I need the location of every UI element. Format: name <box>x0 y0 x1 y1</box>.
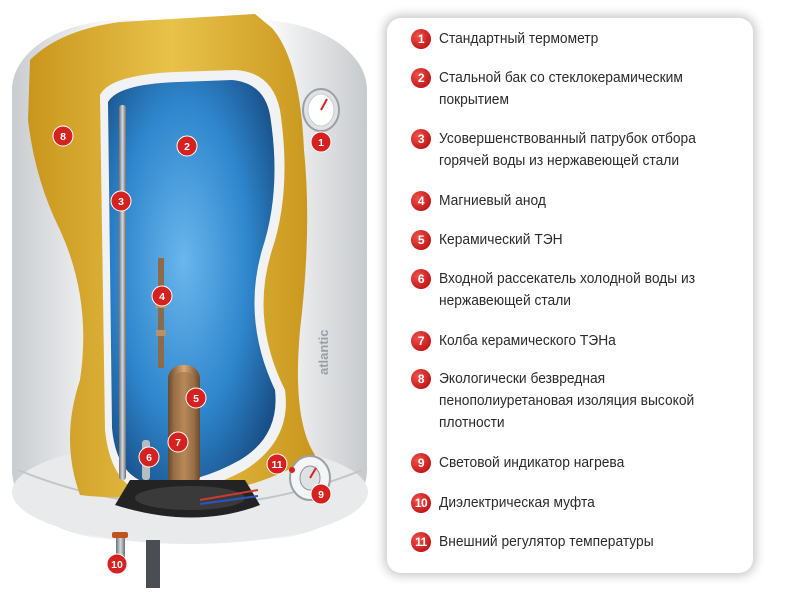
legend-item-10: 10 Диэлектрическая муфта <box>411 492 739 514</box>
diagram-marker-11: 11 <box>266 453 288 475</box>
diagram-marker-circle <box>151 285 173 307</box>
diagram-marker-number: 6 <box>146 452 152 464</box>
water-heater-illustration: atlantic 1 2 3 4 5 6 7 8 9 10 11 <box>12 14 368 588</box>
diagram-marker-5: 5 <box>185 387 207 409</box>
legend-number-badge: 10 <box>411 493 431 513</box>
diagram-marker-6: 6 <box>138 446 160 468</box>
diagram-marker-circle <box>176 135 198 157</box>
ceramic-heater <box>168 365 200 490</box>
diagram-marker-3: 3 <box>110 190 132 212</box>
legend-item-7: 7 Колба керамического ТЭНа <box>411 330 739 352</box>
diagram-marker-1: 1 <box>310 131 332 153</box>
legend-text: Стандартный термометр <box>439 30 599 47</box>
legend-card: 1 Стандартный термометр 2 Стальной бак со с… <box>387 18 753 573</box>
diagram-marker-number: 2 <box>184 141 190 153</box>
diagram-marker-circle <box>138 446 160 468</box>
legend-text: Входной рассекатель холодной воды из нер… <box>439 270 696 309</box>
thermometer-gauge <box>302 88 340 132</box>
legend-text: Световой индикатор нагрева <box>439 454 625 471</box>
legend-text: Внешний регулятор температуры <box>439 533 654 550</box>
legend-number-badge: 11 <box>411 532 431 552</box>
diagram-marker-circle <box>310 131 332 153</box>
diagram-marker-circle <box>110 190 132 212</box>
diagram-marker-number: 11 <box>271 459 282 471</box>
legend-text: Экологически безвредная пенополиуретанов… <box>439 370 695 431</box>
legend-item-2: 2 Стальной бак со стеклокерамическим покр… <box>411 67 739 111</box>
legend-number-badge: 3 <box>411 129 431 149</box>
diagram-marker-4: 4 <box>151 285 173 307</box>
legend-number-badge: 5 <box>411 230 431 250</box>
heater-flange <box>115 480 260 518</box>
legend-item-9: 9 Световой индикатор нагрева <box>411 452 739 474</box>
hot-water-pipe <box>119 105 126 480</box>
diagram-marker-circle <box>310 483 332 505</box>
diagram-marker-number: 5 <box>193 393 199 405</box>
legend-item-8: 8 Экологически безвредная пенополиуретано… <box>411 368 739 434</box>
legend-text: Колба керамического ТЭНа <box>439 332 616 349</box>
legend-item-4: 4 Магниевый анод <box>411 190 739 212</box>
diagram-marker-7: 7 <box>167 431 189 453</box>
diagram-marker-number: 9 <box>318 489 324 501</box>
diagram-marker-number: 1 <box>318 137 324 149</box>
diagram-marker-circle <box>167 431 189 453</box>
diagram-marker-8: 8 <box>52 125 74 147</box>
legend-item-1: 1 Стандартный термометр <box>411 28 739 50</box>
brand-name: atlantic <box>316 329 331 375</box>
legend-number-badge: 8 <box>411 369 431 389</box>
diagram-marker-number: 4 <box>159 291 165 303</box>
legend-text: Усовершенствованный патрубок отбора горя… <box>439 130 696 169</box>
diagram-marker-number: 3 <box>118 196 124 208</box>
legend-item-11: 11 Внешний регулятор температуры <box>411 531 739 553</box>
legend-list: 1 Стандартный термометр 2 Стальной бак со с… <box>387 18 753 573</box>
legend-number-badge: 6 <box>411 269 431 289</box>
legend-item-3: 3 Усовершенствованный патрубок отбора гор… <box>411 128 739 172</box>
diagram-marker-number: 8 <box>60 131 66 143</box>
legend-item-5: 5 Керамический ТЭН <box>411 229 739 251</box>
legend-number-badge: 7 <box>411 331 431 351</box>
diagram-marker-circle <box>106 553 128 575</box>
diagram-marker-2: 2 <box>176 135 198 157</box>
legend-number-badge: 1 <box>411 29 431 49</box>
legend-number-badge: 2 <box>411 68 431 88</box>
diagram-marker-9: 9 <box>310 483 332 505</box>
diagram-marker-circle <box>185 387 207 409</box>
diagram-marker-10: 10 <box>106 553 128 575</box>
diagram-marker-number: 10 <box>111 559 123 571</box>
diagram-marker-circle <box>266 453 288 475</box>
legend-text: Керамический ТЭН <box>439 231 563 248</box>
legend-text: Диэлектрическая муфта <box>439 494 595 511</box>
steel-tank <box>100 70 286 494</box>
diagram-marker-number: 7 <box>175 437 181 449</box>
water-connection-pipes <box>112 532 160 588</box>
legend-number-badge: 4 <box>411 191 431 211</box>
legend-text: Магниевый анод <box>439 192 546 209</box>
legend-item-6: 6 Входной рассекатель холодной воды из не… <box>411 268 739 312</box>
legend-text: Стальной бак со стеклокерамическим покры… <box>439 69 683 108</box>
legend-number-badge: 9 <box>411 453 431 473</box>
diagram-marker-circle <box>52 125 74 147</box>
heating-indicator-light <box>289 467 295 473</box>
